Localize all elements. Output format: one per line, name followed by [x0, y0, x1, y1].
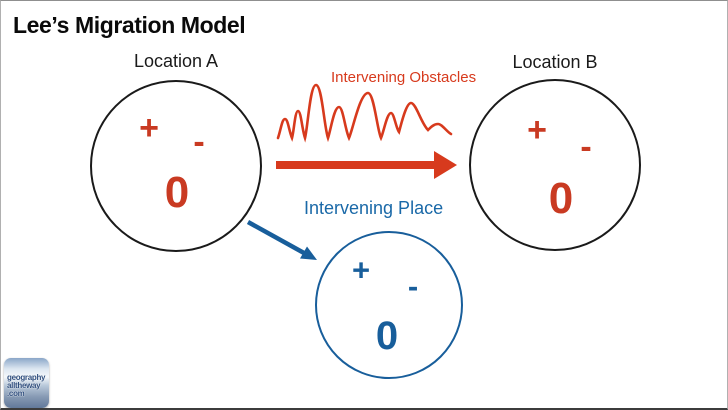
intervening-arrow-shaft	[246, 220, 306, 255]
intervening-obstacles-label: Intervening Obstacles	[331, 69, 477, 86]
geographyalltheway-logo-text: geography alltheway .com	[7, 373, 46, 398]
intervening-place-plus: +	[351, 252, 371, 288]
location-a-zero: 0	[164, 168, 190, 217]
page-title: Lee’s Migration Model	[13, 12, 246, 38]
logo-line-1: geography	[7, 373, 46, 382]
intervening-place-circle	[315, 231, 463, 379]
location-b-label: Location B	[512, 52, 598, 72]
intervening-place-zero: 0	[375, 314, 399, 358]
location-b-minus: -	[580, 128, 592, 166]
obstacles-wave-icon	[276, 83, 453, 143]
location-b-plus: +	[527, 111, 547, 149]
intervening-place-label: Intervening Place	[304, 198, 444, 218]
logo-line-3: .com	[7, 389, 25, 398]
intervening-place-minus: -	[407, 268, 419, 304]
logo-line-2: alltheway	[7, 381, 41, 390]
migration-arrow-head	[434, 151, 457, 179]
geographyalltheway-logo: geography alltheway .com	[4, 358, 49, 408]
intervening-arrow-head	[300, 246, 317, 260]
location-b-zero: 0	[548, 174, 574, 223]
location-a-minus: -	[193, 123, 205, 161]
location-b-circle	[469, 79, 641, 251]
location-a-plus: +	[139, 109, 159, 147]
location-a-circle	[90, 80, 262, 252]
location-a-label: Location A	[133, 51, 219, 71]
